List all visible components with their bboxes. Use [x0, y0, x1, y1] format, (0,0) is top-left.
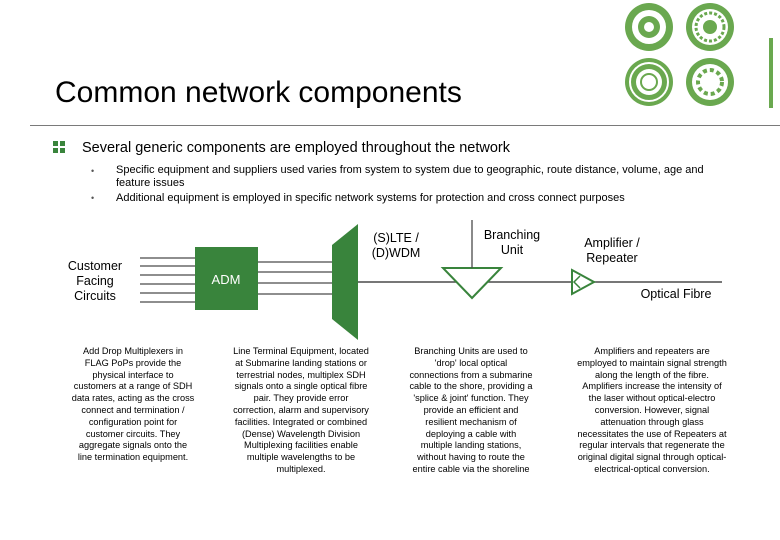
sub-bullet-2: Additional equipment is employed in spec… — [116, 192, 625, 204]
amplifier-label: Amplifier / Repeater — [584, 236, 640, 265]
logo-group — [625, 3, 773, 108]
emblem-logo-top-left — [625, 3, 673, 51]
optical-fibre-label: Optical Fibre — [640, 287, 712, 301]
title-divider — [30, 125, 780, 126]
adm-label: ADM — [211, 272, 241, 287]
emblem-logo-bottom-right — [686, 58, 734, 106]
adm-wdm-lines — [258, 261, 332, 295]
adm-box — [195, 247, 258, 310]
wdm-label: (S)LTE / (D)WDM — [371, 231, 421, 260]
sub-bullet-dot: • — [91, 193, 95, 203]
branching-unit-triangle — [440, 267, 504, 300]
bullet-icon — [53, 141, 65, 153]
page-title: Common network components — [55, 76, 462, 109]
sub-bullet-1: Specific equipment and suppliers used va… — [116, 164, 704, 189]
branching-unit-description: Branching Units are used to'drop' local … — [409, 346, 533, 474]
emblem-logo-bottom-left — [625, 58, 673, 106]
wdm-multiplexer — [332, 224, 358, 340]
sub-bullet-dot: • — [91, 166, 95, 176]
main-bullet-text: Several generic components are employed … — [82, 140, 511, 156]
branching-unit-label: Branching Unit — [483, 228, 541, 257]
customer-facing-label: Customer Facing Circuits — [67, 259, 123, 303]
amplifier-triangle — [571, 268, 597, 296]
amplifier-arrow — [572, 275, 581, 289]
customer-input-lines — [140, 257, 195, 303]
emblem-logo-top-right — [686, 3, 734, 51]
logo-bar — [769, 38, 773, 108]
